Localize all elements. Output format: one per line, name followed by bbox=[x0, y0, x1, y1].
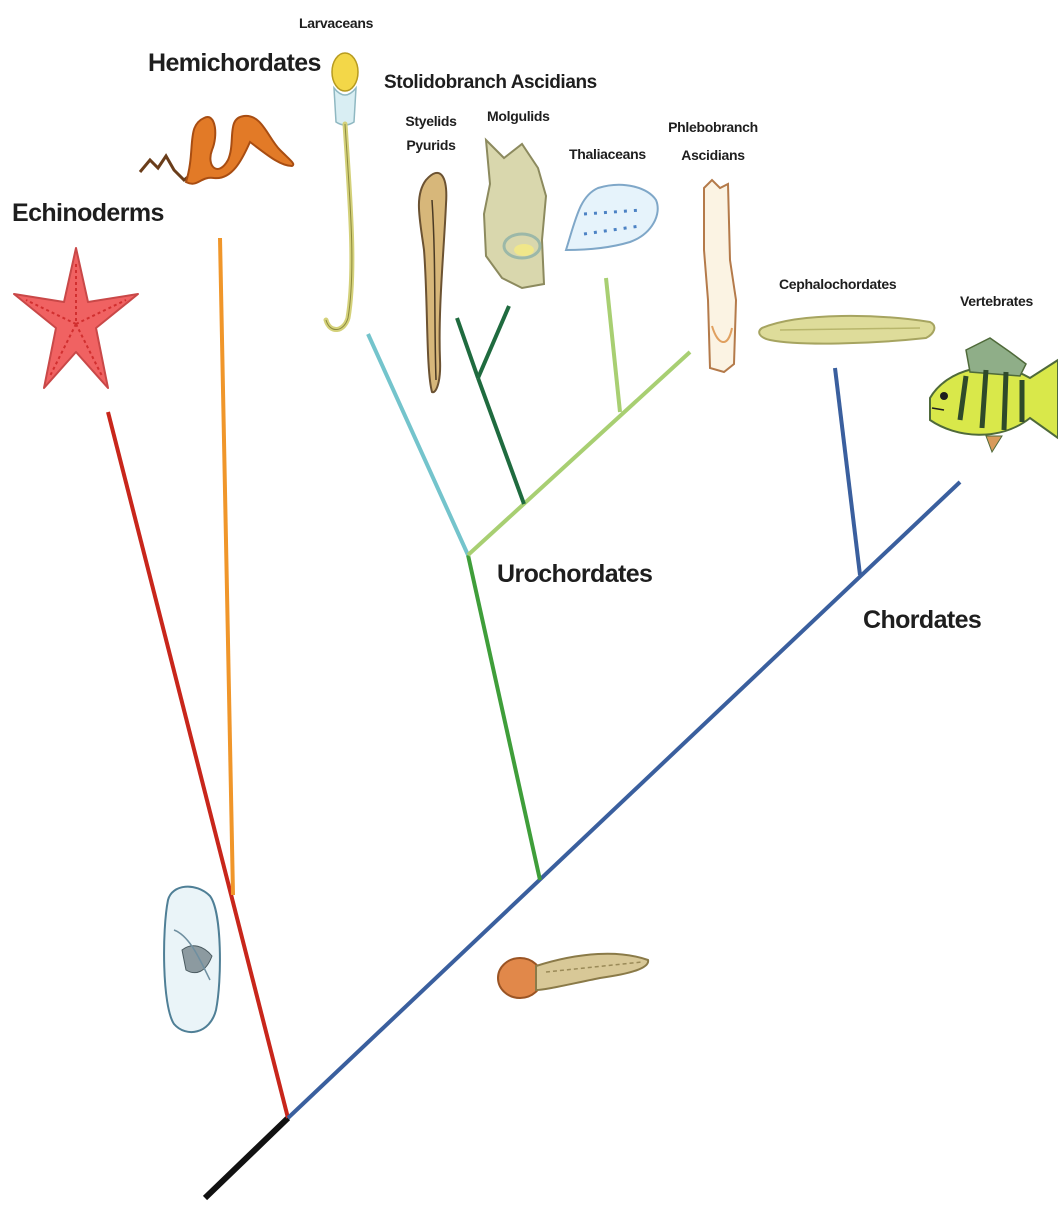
molgulid-icon bbox=[484, 140, 546, 288]
label-phlebobranch: Phlebobranch bbox=[668, 119, 758, 135]
label-echinoderms: Echinoderms bbox=[12, 199, 164, 227]
fish-icon bbox=[930, 338, 1058, 452]
urochordate-branch bbox=[468, 555, 540, 880]
stolidobranch-branch bbox=[478, 378, 524, 504]
label-styelids: Styelids bbox=[405, 113, 457, 129]
tadpole-larva-icon bbox=[498, 954, 648, 998]
phlebobranch-icon bbox=[704, 180, 736, 372]
hemichordate-branch bbox=[220, 238, 233, 895]
label-molgulids: Molgulids bbox=[487, 108, 550, 124]
starfish-icon bbox=[14, 248, 138, 388]
lancelet-icon bbox=[759, 316, 934, 344]
styelid-icon bbox=[419, 173, 446, 392]
acorn-worm-icon bbox=[140, 116, 293, 184]
label-cephalochordates: Cephalochordates bbox=[779, 276, 897, 292]
larva-icon bbox=[164, 887, 220, 1032]
larvacean-branch bbox=[368, 334, 468, 555]
molgulid-branch bbox=[478, 306, 509, 378]
label-larvaceans: Larvaceans bbox=[299, 15, 374, 31]
label-thaliaceans: Thaliaceans bbox=[569, 146, 646, 162]
larvacean-icon bbox=[326, 53, 358, 330]
styelid-branch bbox=[457, 318, 478, 378]
thaliacean-branch bbox=[606, 278, 620, 412]
label-stolidobranch-ascidians: Stolidobranch Ascidians bbox=[384, 72, 597, 93]
salp-icon bbox=[566, 185, 658, 250]
label-urochordates: Urochordates bbox=[497, 560, 652, 588]
ascidian-thaliacean-branch bbox=[468, 352, 690, 555]
label-hemichordates: Hemichordates bbox=[148, 49, 321, 77]
label-chordates: Chordates bbox=[863, 606, 981, 634]
label-ascidians: Ascidians bbox=[681, 147, 745, 163]
tree-branches bbox=[108, 238, 960, 1198]
label-vertebrates: Vertebrates bbox=[960, 293, 1033, 309]
cephalochordate-branch bbox=[835, 368, 860, 575]
root-branch bbox=[205, 1118, 288, 1198]
label-pyurids: Pyurids bbox=[406, 137, 456, 153]
